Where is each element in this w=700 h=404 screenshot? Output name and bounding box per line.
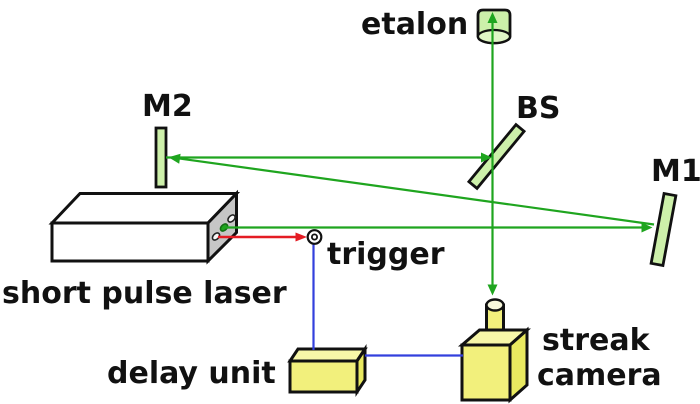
- beam-arrow-at-etalon: [487, 12, 498, 23]
- trigger-connector-inner: [310, 233, 318, 241]
- camera-front-face: [460, 343, 512, 402]
- label-camera: camera: [537, 358, 662, 393]
- laser-top-face: [48, 192, 241, 225]
- camera-cylinder-top: [485, 298, 505, 312]
- laser-beam-paths: [166, 12, 655, 296]
- label-trigger: trigger: [327, 237, 445, 272]
- etalon-cylinder: [476, 8, 512, 45]
- laser-trigger-port: [211, 232, 221, 241]
- delay-front-face: [288, 359, 359, 394]
- delay-top-face: [287, 347, 368, 363]
- mirror-m1: [649, 191, 678, 268]
- beam-arrow-at-camera: [487, 284, 498, 296]
- trigger-connector: [306, 229, 323, 245]
- short-pulse-laser-box: [48, 189, 241, 265]
- label-etalon: etalon: [361, 7, 469, 42]
- beam-m1-to-m2: [177, 157, 655, 226]
- red-arrow-head: [295, 232, 307, 242]
- laser-front-face: [50, 221, 210, 263]
- beam-arrow-at-m2: [168, 153, 181, 164]
- label-streak: streak: [542, 323, 650, 358]
- laser-port-top: [227, 214, 236, 223]
- delay-unit-box: [287, 344, 368, 397]
- etalon-bottom-rim: [476, 28, 512, 45]
- beam-arrow-at-m1: [641, 222, 653, 233]
- label-m2: M2: [142, 89, 193, 124]
- streak-camera-box: [457, 298, 531, 404]
- beam-arrow-at-bs: [481, 152, 492, 163]
- label-m1: M1: [651, 154, 700, 189]
- label-delay-unit: delay unit: [107, 356, 276, 391]
- mirror-m2: [154, 126, 168, 189]
- electronic-wires: [312, 244, 463, 357]
- label-short-pulse-laser: short pulse laser: [2, 276, 287, 311]
- label-bs: BS: [516, 91, 561, 126]
- trigger-signal: [218, 232, 307, 242]
